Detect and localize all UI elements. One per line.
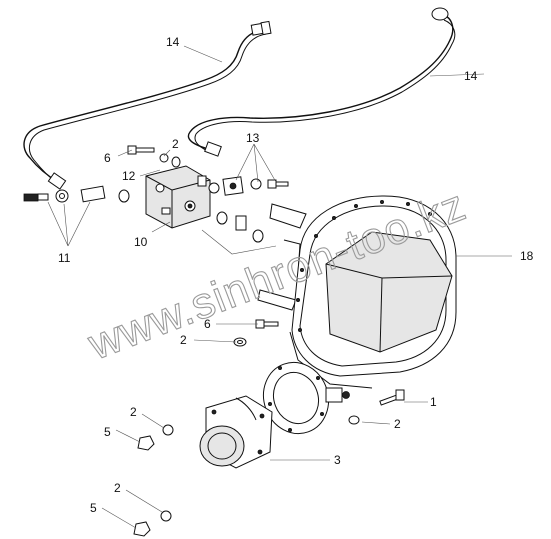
callout-oring-12: 12 [122,169,136,183]
valve-fitting [325,387,350,403]
callout-hose-top-left: 14 [166,35,180,49]
callout-numbers: 14 14 6 2 13 12 10 11 18 6 2 1 2 2 5 3 2… [58,35,534,515]
fittings-group-11 [23,185,130,203]
callout-washer-right: 2 [394,417,401,431]
fan-housing [289,195,457,389]
callout-nut-low-b: 5 [90,501,97,515]
pump [145,165,211,229]
callout-housing: 18 [520,249,534,263]
callout-pump: 10 [134,235,148,249]
callout-washer-mid: 2 [180,333,187,347]
callout-bolt-upper: 6 [104,151,111,165]
callout-fittings-11: 11 [58,251,71,265]
callout-washer-low-a: 2 [130,405,137,419]
callout-bolt-right: 1 [430,395,437,409]
leader-lines [47,45,512,529]
callout-bolt-mid: 6 [204,317,211,331]
bolt-right [379,389,405,406]
hydraulic-hose-right [187,7,456,157]
inlet-flange [199,395,273,469]
washer-right [348,415,360,425]
callout-washer-upper: 2 [172,137,179,151]
bolt-mid [255,319,279,329]
fitting-seals-13 [208,176,289,196]
washer-nut-low-a [137,424,174,451]
washer-nut-low-b [133,510,172,537]
hydraulic-hose-left [23,20,272,190]
washer-upper [159,153,181,168]
callout-flange: 3 [334,453,341,467]
callout-washer-low-b: 2 [114,481,121,495]
callout-nut-low-a: 5 [104,425,111,439]
callout-fitting-seals: 13 [246,131,260,145]
orings-mid [201,211,277,255]
callout-hose-top-right: 14 [464,69,478,83]
housing-bolts [295,199,432,332]
